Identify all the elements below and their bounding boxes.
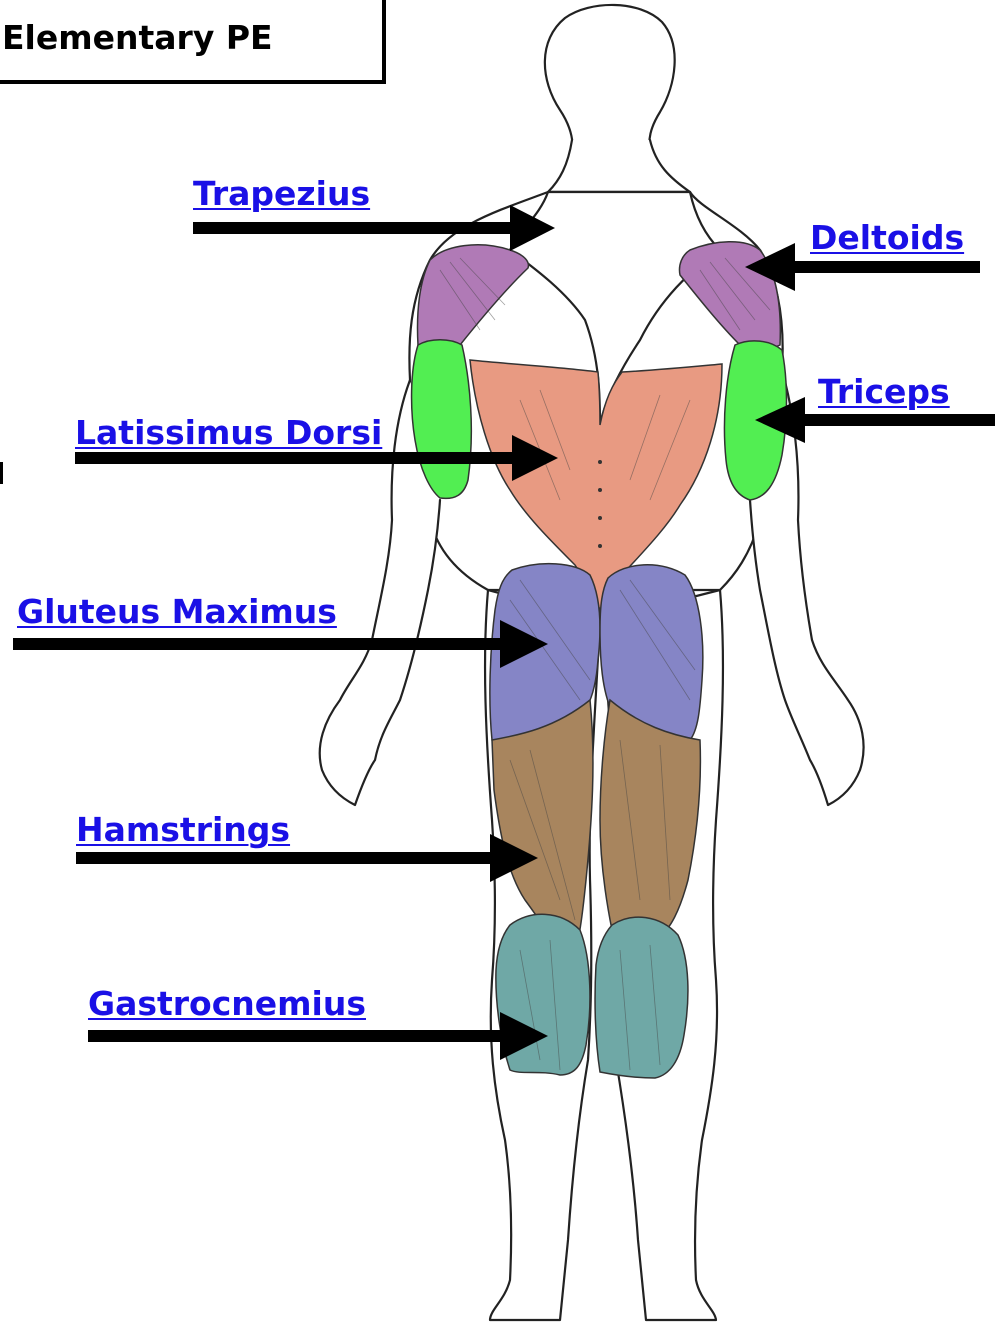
head	[545, 5, 675, 152]
gastrocnemius-right	[595, 917, 688, 1078]
label-gluteus-maximus[interactable]: Gluteus Maximus	[17, 592, 337, 631]
label-deltoids[interactable]: Deltoids	[810, 218, 964, 257]
label-gastrocnemius[interactable]: Gastrocnemius	[88, 984, 366, 1023]
label-hamstrings[interactable]: Hamstrings	[76, 810, 290, 849]
title-box: Elementary PE	[0, 0, 386, 84]
edge-mark	[0, 462, 3, 484]
page-title: Elementary PE	[2, 18, 273, 57]
label-trapezius[interactable]: Trapezius	[193, 174, 370, 213]
label-triceps[interactable]: Triceps	[818, 372, 950, 411]
label-latissimus-dorsi[interactable]: Latissimus Dorsi	[75, 413, 382, 452]
neck	[548, 140, 690, 192]
